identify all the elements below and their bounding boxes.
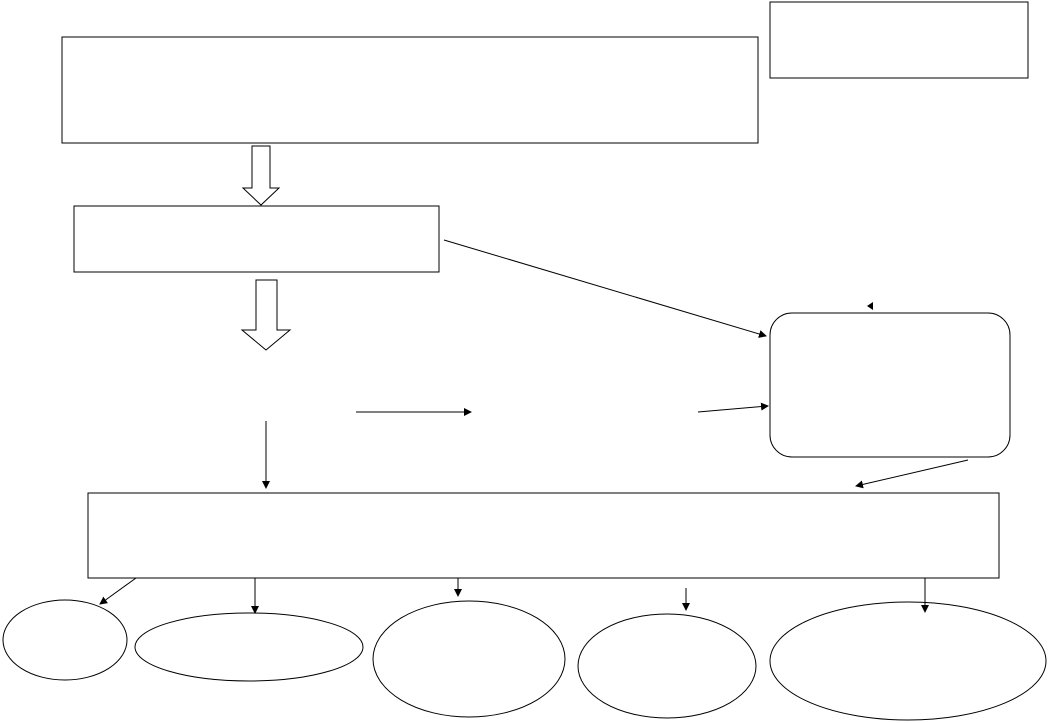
ellipse-3 bbox=[372, 600, 566, 718]
arrow-rounded-box-to-wide-box bbox=[855, 459, 969, 489]
ellipse-2 bbox=[134, 612, 364, 682]
arrow-into-rounded-box bbox=[697, 402, 769, 413]
hollow-down-arrow-1 bbox=[241, 145, 281, 206]
ellipse-5 bbox=[769, 601, 1047, 721]
bottom-wide-box bbox=[87, 492, 1000, 579]
small-triangle-marker bbox=[867, 302, 873, 310]
top-right-box bbox=[769, 1, 1029, 79]
top-wide-box bbox=[61, 36, 759, 144]
arrow-to-ellipse-1 bbox=[99, 577, 137, 605]
hollow-down-arrow-2 bbox=[240, 279, 292, 351]
ellipse-1 bbox=[2, 599, 128, 681]
second-box bbox=[73, 205, 440, 273]
arrow-second-box-to-rounded-box bbox=[443, 239, 767, 338]
ellipse-4 bbox=[577, 613, 757, 719]
rounded-box bbox=[769, 312, 1011, 458]
